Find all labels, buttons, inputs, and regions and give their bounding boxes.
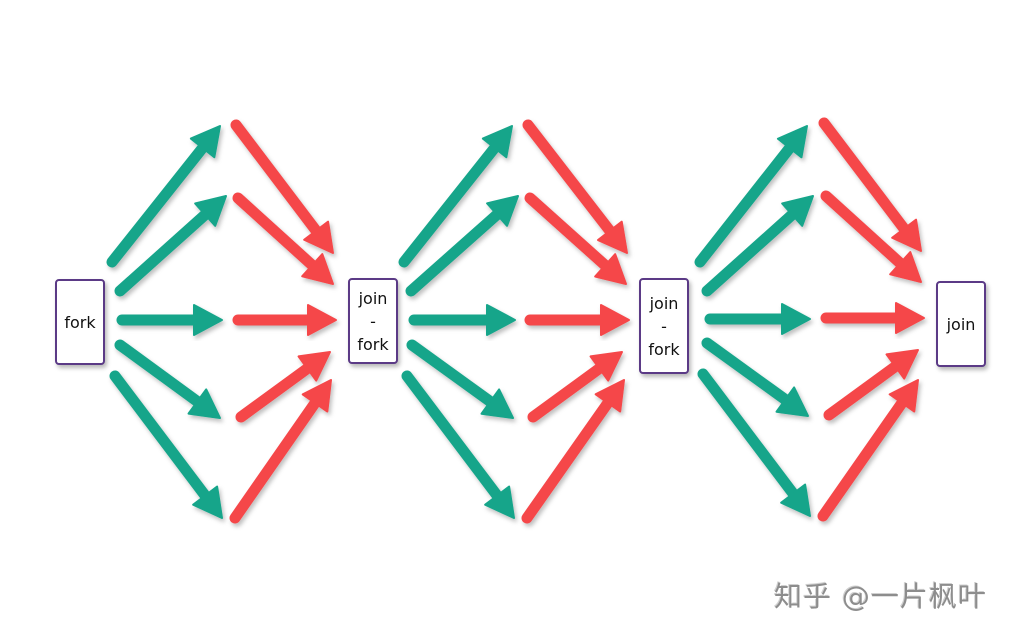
join-arrow-icon — [817, 379, 919, 522]
fork-arrow-icon — [114, 339, 221, 419]
node-join-fork-2: join - fork — [639, 278, 689, 374]
node-label: fork — [64, 312, 96, 332]
node-label: join — [358, 288, 388, 308]
node-label: join — [649, 293, 679, 313]
fork-arrow-icon — [106, 125, 221, 268]
join-arrow-icon — [521, 379, 625, 524]
fork-arrow-icon — [701, 337, 809, 417]
join-arrow-icon — [232, 304, 337, 336]
fork-arrow-icon — [116, 304, 223, 336]
fork-arrow-icon — [405, 195, 519, 297]
join-arrow-icon — [232, 192, 334, 285]
node-label: - — [661, 316, 667, 336]
join-arrow-icon — [522, 119, 628, 254]
node-join: join — [936, 281, 986, 367]
join-arrow-icon — [527, 351, 623, 423]
join-arrow-icon — [524, 304, 630, 336]
join-arrow-icon — [524, 192, 627, 285]
fork-arrow-icon — [114, 195, 227, 297]
fork-arrow-icon — [694, 125, 808, 268]
join-arrow-icon — [820, 190, 922, 283]
join-arrow-icon — [235, 351, 331, 423]
fork-arrow-icon — [408, 304, 516, 336]
node-fork: fork — [55, 279, 105, 365]
node-label: - — [370, 311, 376, 331]
join-arrow-icon — [818, 117, 922, 252]
fork-arrow-icon — [697, 368, 811, 517]
fork-arrow-icon — [401, 370, 515, 519]
fork-arrow-icon — [398, 125, 513, 268]
fork-arrow-icon — [704, 303, 811, 335]
join-arrow-icon — [229, 379, 332, 524]
fork-arrow-icon — [701, 195, 814, 297]
fork-arrow-icon — [109, 370, 223, 519]
arrows-layer — [106, 117, 925, 524]
node-label: fork — [357, 334, 389, 354]
watermark-text: 知乎 @一片枫叶 — [774, 580, 987, 613]
node-join-fork-1: join - fork — [348, 278, 398, 364]
node-label: fork — [648, 339, 680, 359]
join-arrow-icon — [823, 349, 919, 421]
fork-arrow-icon — [406, 339, 514, 419]
join-arrow-icon — [820, 302, 925, 334]
node-label: join — [946, 314, 976, 334]
join-arrow-icon — [230, 119, 334, 254]
